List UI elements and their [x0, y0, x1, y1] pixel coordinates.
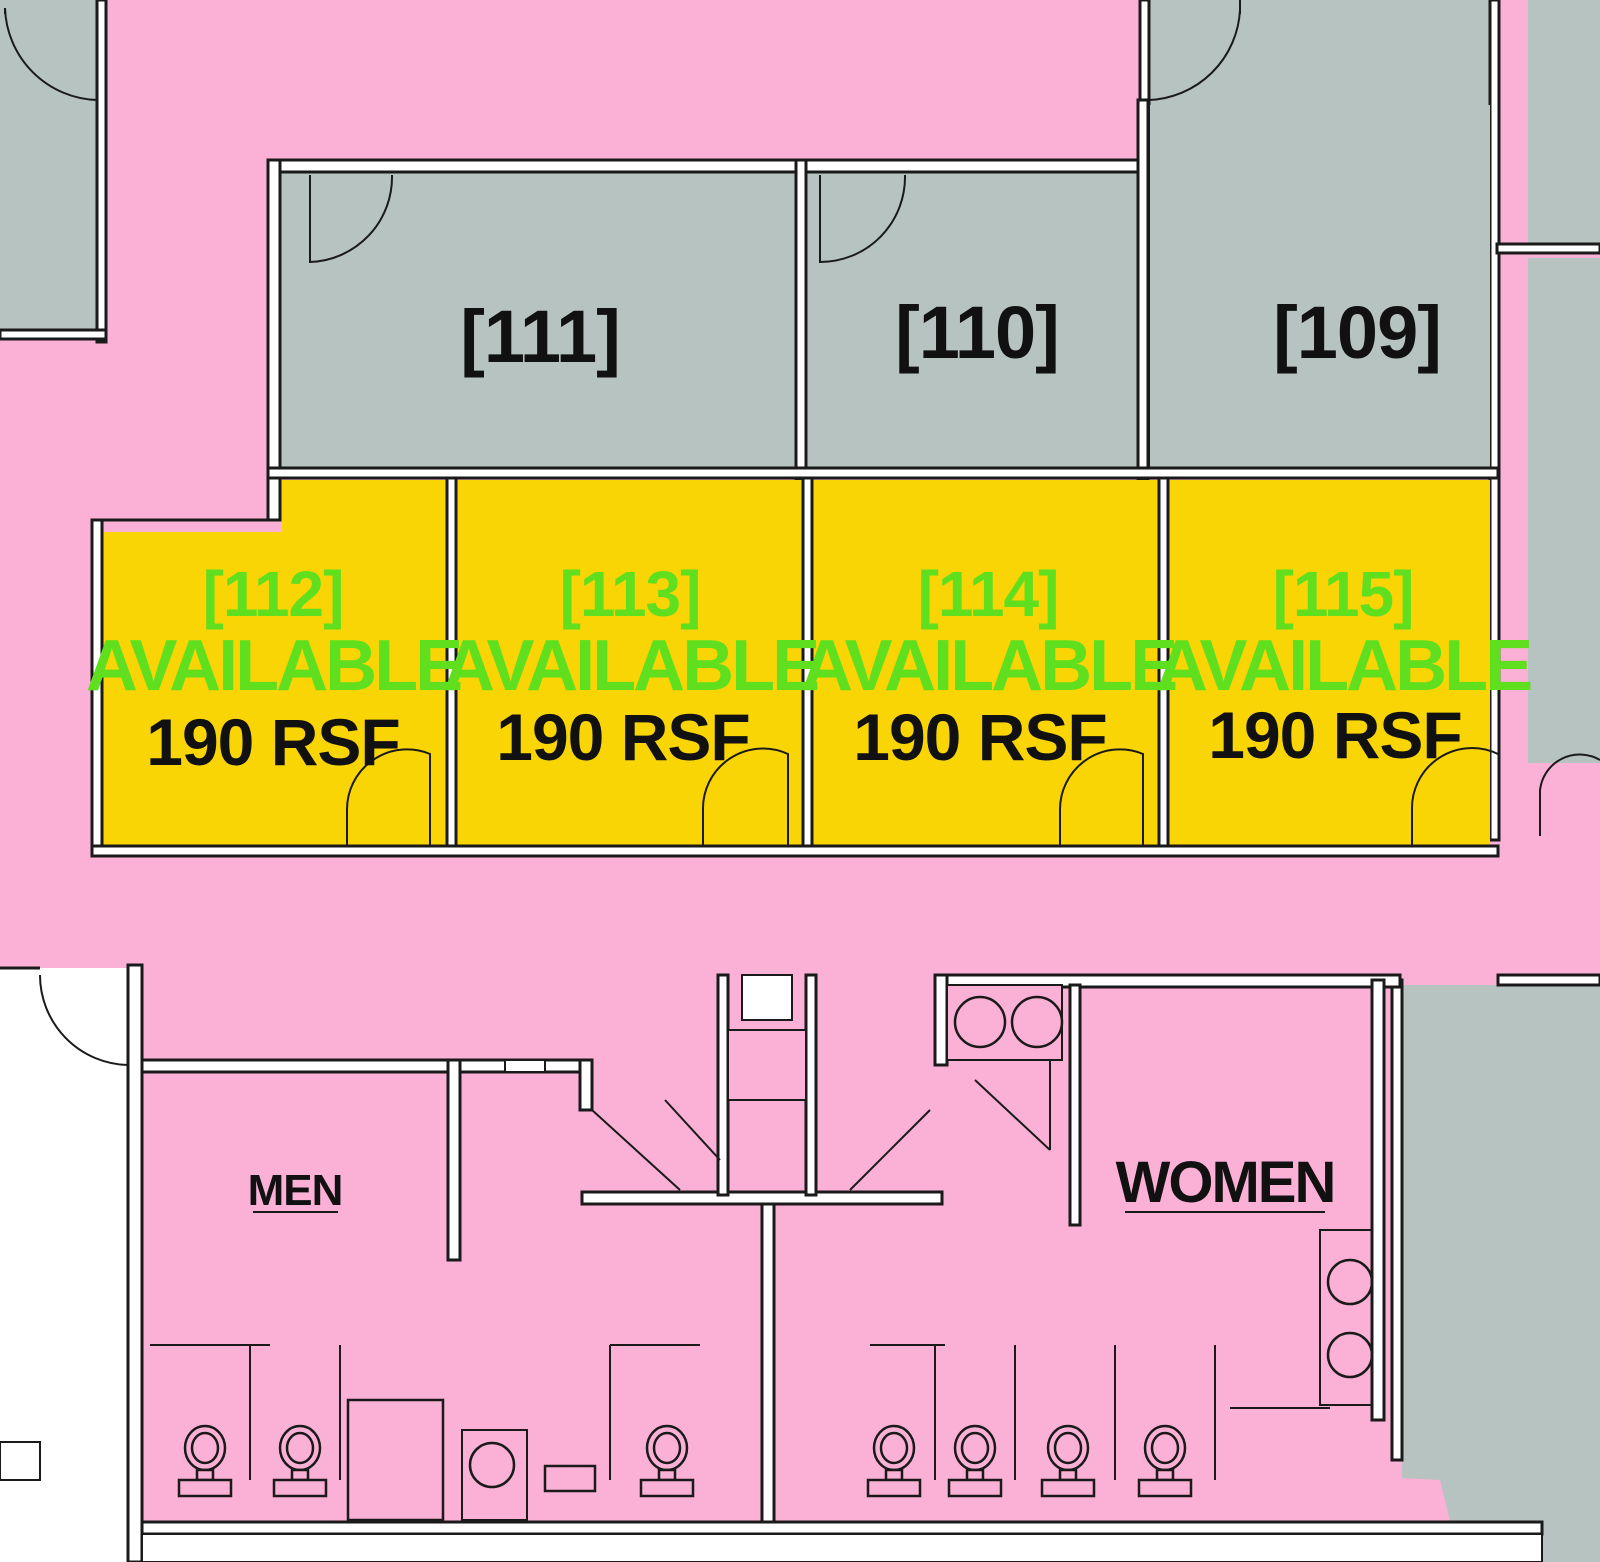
toilet-icon [1137, 1424, 1193, 1498]
toilets [177, 1424, 1193, 1498]
toilet-icon [947, 1424, 1003, 1498]
women-restroom-label: WOMEN [1116, 1150, 1335, 1215]
room-label-115: [115] [1273, 558, 1414, 630]
room-label-113: [113] [560, 558, 701, 630]
toilet-icon [177, 1424, 233, 1498]
room-area-114: 190 RSF [853, 700, 1106, 774]
room-114 [812, 480, 1158, 846]
available-rooms [90, 476, 1500, 858]
room-109 [1150, 105, 1490, 470]
room-label-114: [114] [918, 558, 1059, 630]
occupied-rooms: [111] [110] [109] [266, 98, 1500, 522]
room-label-110: [110] [895, 291, 1059, 374]
toilet-icon [866, 1424, 922, 1498]
room-111 [278, 172, 796, 470]
room-label-112: [112] [203, 558, 344, 630]
room-112 [104, 480, 446, 846]
toilet-icon [272, 1424, 328, 1498]
room-110 [808, 172, 1142, 470]
men-stalls [150, 1344, 700, 1522]
room-area-112: 190 RSF [146, 705, 399, 779]
office-top-left [0, 0, 108, 344]
room-label-111: [111] [460, 295, 620, 378]
toilet-icon [639, 1424, 695, 1498]
restroom-walls [140, 973, 1544, 1562]
toilet-icon [1040, 1424, 1096, 1498]
room-115 [1168, 480, 1490, 846]
area-bottom-right [1390, 973, 1600, 1562]
room-area-113: 190 RSF [496, 700, 749, 774]
women-stalls [870, 1344, 1330, 1480]
room-area-115: 190 RSF [1208, 698, 1461, 772]
room-label-109: [109] [1273, 291, 1441, 374]
room-status-113: AVAILABLE [443, 626, 818, 706]
room-status-114: AVAILABLE [801, 626, 1176, 706]
men-restroom-label: MEN [248, 1166, 343, 1215]
area-bottom-left [0, 963, 144, 1562]
available-room-labels: [112] AVAILABLE 190 RSF [113] AVAILABLE … [86, 558, 1534, 779]
room-status-115: AVAILABLE [1156, 626, 1531, 706]
room-status-112: AVAILABLE [86, 626, 461, 706]
room-113 [457, 480, 802, 846]
